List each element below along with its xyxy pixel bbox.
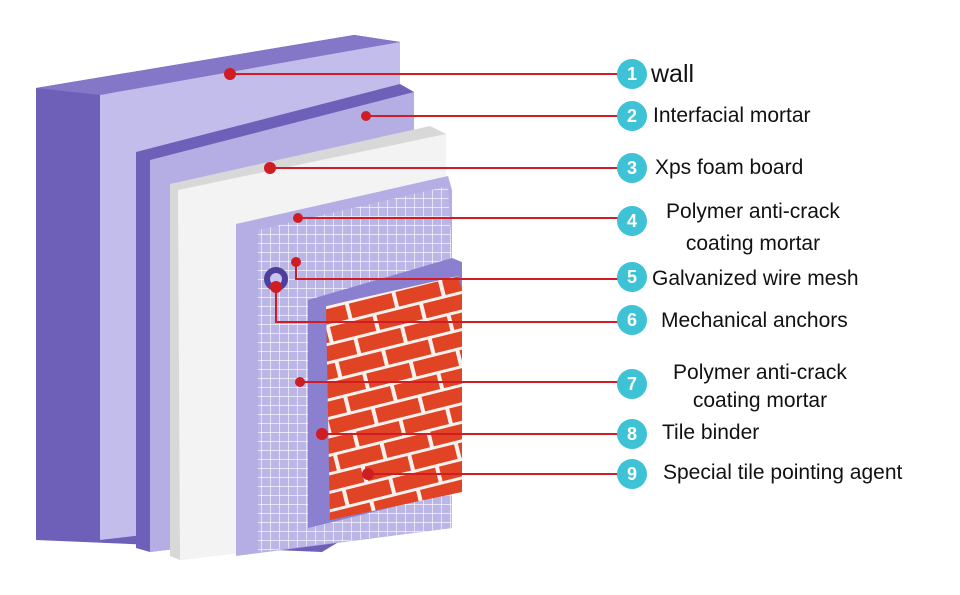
- badge-9: 9: [617, 459, 647, 489]
- badge-6: 6: [617, 305, 647, 335]
- badge-1: 1: [617, 59, 647, 89]
- label-special-tile-pointing-agent: Special tile pointing agent: [663, 461, 903, 484]
- leader-dot-8: [316, 428, 328, 440]
- badge-5: 5: [617, 262, 647, 292]
- label-polymer-coating-mortar-2-line2: coating mortar: [692, 389, 828, 412]
- leader-dot-7: [295, 377, 305, 387]
- label-mechanical-anchors: Mechanical anchors: [661, 309, 848, 332]
- leader-dots: [224, 68, 374, 480]
- leader-dot-6: [270, 281, 282, 293]
- label-polymer-coating-mortar-1: Polymer anti-crack coating mortar: [648, 198, 858, 258]
- label-polymer-coating-mortar-2: Polymer anti-crack coating mortar: [655, 359, 865, 415]
- leader-lines: [230, 73, 618, 475]
- leader-dot-2: [361, 111, 371, 121]
- leader-line-5: [295, 262, 618, 280]
- label-wall: wall: [651, 60, 695, 88]
- leader-dot-5: [291, 257, 301, 267]
- tile-layer: [326, 276, 462, 520]
- badge-2: 2: [617, 101, 647, 131]
- label-tile-binder: Tile binder: [662, 421, 760, 444]
- label-polymer-coating-mortar-1-line1: Polymer anti-crack: [666, 200, 840, 223]
- label-xps-foam-board: Xps foam board: [655, 156, 804, 179]
- label-galvanized-wire-mesh: Galvanized wire mesh: [652, 267, 859, 290]
- label-polymer-coating-mortar-2-line1: Polymer anti-crack: [673, 361, 847, 384]
- leader-line-6: [275, 284, 618, 323]
- label-interfacial-mortar: Interfacial mortar: [653, 104, 811, 127]
- label-polymer-coating-mortar-1-line2: coating mortar: [685, 232, 821, 255]
- leader-dot-9: [362, 468, 374, 480]
- leader-dot-1: [224, 68, 236, 80]
- badge-4: 4: [617, 206, 647, 236]
- leader-dot-4: [293, 213, 303, 223]
- badge-3: 3: [617, 153, 647, 183]
- badge-7: 7: [617, 369, 647, 399]
- badge-8: 8: [617, 419, 647, 449]
- leader-dot-3: [264, 162, 276, 174]
